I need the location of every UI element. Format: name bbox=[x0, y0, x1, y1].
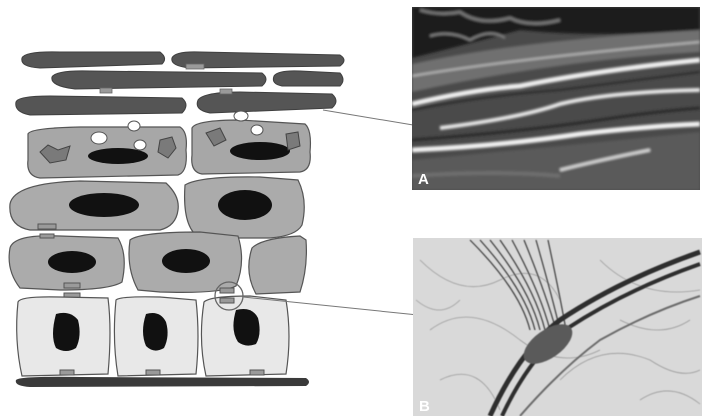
hemidesmosome bbox=[146, 370, 160, 375]
epidermis-schematic bbox=[9, 52, 344, 387]
nucleus bbox=[53, 313, 80, 351]
lamellar-body bbox=[251, 125, 263, 135]
nucleus bbox=[143, 313, 168, 351]
nucleus bbox=[162, 249, 210, 273]
lamellar-body bbox=[134, 140, 146, 150]
corneocyte bbox=[273, 71, 343, 86]
corneocyte bbox=[197, 92, 336, 113]
desmosome bbox=[64, 283, 80, 288]
nucleus bbox=[48, 251, 96, 273]
lamellar-body bbox=[234, 111, 248, 121]
corneocyte bbox=[52, 71, 266, 89]
spinous-cell bbox=[249, 236, 307, 294]
hemidesmosome bbox=[60, 370, 74, 375]
nucleus bbox=[233, 309, 259, 346]
lamellar-body bbox=[91, 132, 107, 144]
desmosome bbox=[38, 224, 56, 229]
corneocyte bbox=[22, 52, 165, 68]
nucleus bbox=[218, 190, 272, 220]
basement-membrane bbox=[16, 377, 309, 387]
desmosome bbox=[40, 234, 54, 238]
stratum-granulosum bbox=[28, 111, 311, 178]
lamellar-body bbox=[128, 121, 140, 131]
hemidesmosome bbox=[250, 370, 264, 375]
desmosome bbox=[186, 64, 204, 69]
desmosome bbox=[220, 288, 234, 293]
desmosome bbox=[220, 89, 232, 94]
nucleus bbox=[69, 193, 139, 217]
panel-a-label: A bbox=[418, 171, 429, 188]
desmosome bbox=[220, 298, 234, 303]
stratum-basale bbox=[16, 288, 309, 387]
nucleus bbox=[230, 142, 290, 160]
corneocyte bbox=[16, 96, 186, 115]
micrograph-panel-a: A bbox=[412, 7, 700, 190]
panel-b-label: B bbox=[419, 398, 430, 415]
desmosome bbox=[100, 88, 112, 93]
micrograph-panel-b: B bbox=[413, 238, 702, 416]
stratum-corneum bbox=[16, 52, 344, 115]
